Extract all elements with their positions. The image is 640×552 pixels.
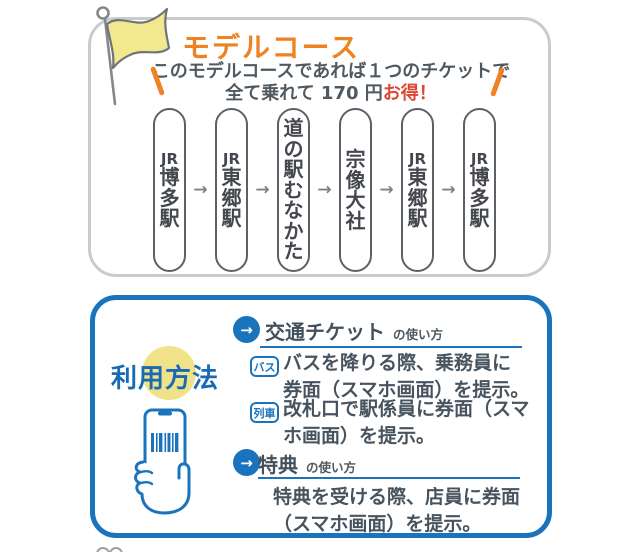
description-line2: 全て乗れて 170 円: [225, 83, 383, 104]
section-transport-title: 交通チケット: [265, 320, 385, 344]
bus-instruction-line1: バスを降りる際、乗務員に: [283, 352, 512, 374]
route-arrow-icon: →: [441, 180, 456, 200]
section-transport-suffix: の使い方: [393, 327, 444, 342]
usage-heading: 利用方法: [111, 364, 220, 394]
section-transport-header: 交通チケット の使い方: [265, 316, 443, 345]
route-arrow-icon: →: [193, 180, 208, 200]
arrow-circle-icon: →: [233, 316, 260, 343]
cropped-text-remnant: [109, 547, 123, 552]
description-line1: このモデルコースであれば１つのチケットで: [151, 61, 511, 82]
arrow-circle-icon: →: [233, 449, 260, 476]
route-stop-michinoeki-munakata: 道の駅むなかた: [277, 108, 310, 272]
route-arrow-icon: →: [317, 180, 332, 200]
usage-card: 利用方法 → 交通チケット の使い方 バス バスを降りる際、乗務員に 券面（スマ…: [90, 295, 552, 538]
bus-badge: バス: [250, 356, 279, 377]
section-transport-underline: [260, 346, 522, 348]
train-instruction-line2: ホ画面）を提示。: [283, 424, 436, 447]
train-instruction: 改札口で駅係員に券面（スマ ホ画面）を提示。: [283, 396, 529, 449]
section-benefit-underline: [258, 477, 520, 479]
cropped-text-remnant: [96, 547, 110, 552]
bus-instruction: バスを降りる際、乗務員に 券面（スマホ画面）を提示。: [283, 350, 529, 403]
section-benefit-title: 特典: [258, 453, 298, 477]
bus-instruction-line2: 券面（スマホ画面）を提示。: [283, 378, 530, 401]
phone-barcode-icon: [134, 408, 191, 515]
benefit-instruction: 特典を受ける際、店員に券面 （スマホ画面）を提示。: [273, 484, 520, 537]
benefit-instruction-line2: （スマホ画面）を提示。: [273, 512, 482, 535]
yellow-accent-circle: [142, 346, 196, 400]
benefit-instruction-line1: 特典を受ける際、店員に券面: [273, 486, 521, 508]
route-stop-munakata-taisha: 宗像大社: [339, 108, 372, 272]
model-course-title: モデルコース: [182, 31, 361, 64]
savings-highlight: お得！: [382, 83, 437, 104]
section-benefit-header: 特典 の使い方: [258, 449, 356, 478]
train-badge: 列車: [250, 402, 279, 423]
section-benefit-suffix: の使い方: [306, 460, 357, 475]
flag-icon: [96, 6, 171, 106]
model-course-description: このモデルコースであれば１つのチケットで 全て乗れて 170 円お得！: [150, 61, 512, 105]
route-arrow-icon: →: [255, 180, 270, 200]
train-instruction-line1: 改札口で駅係員に券面（スマ: [283, 398, 530, 420]
route-arrow-icon: →: [379, 180, 394, 200]
